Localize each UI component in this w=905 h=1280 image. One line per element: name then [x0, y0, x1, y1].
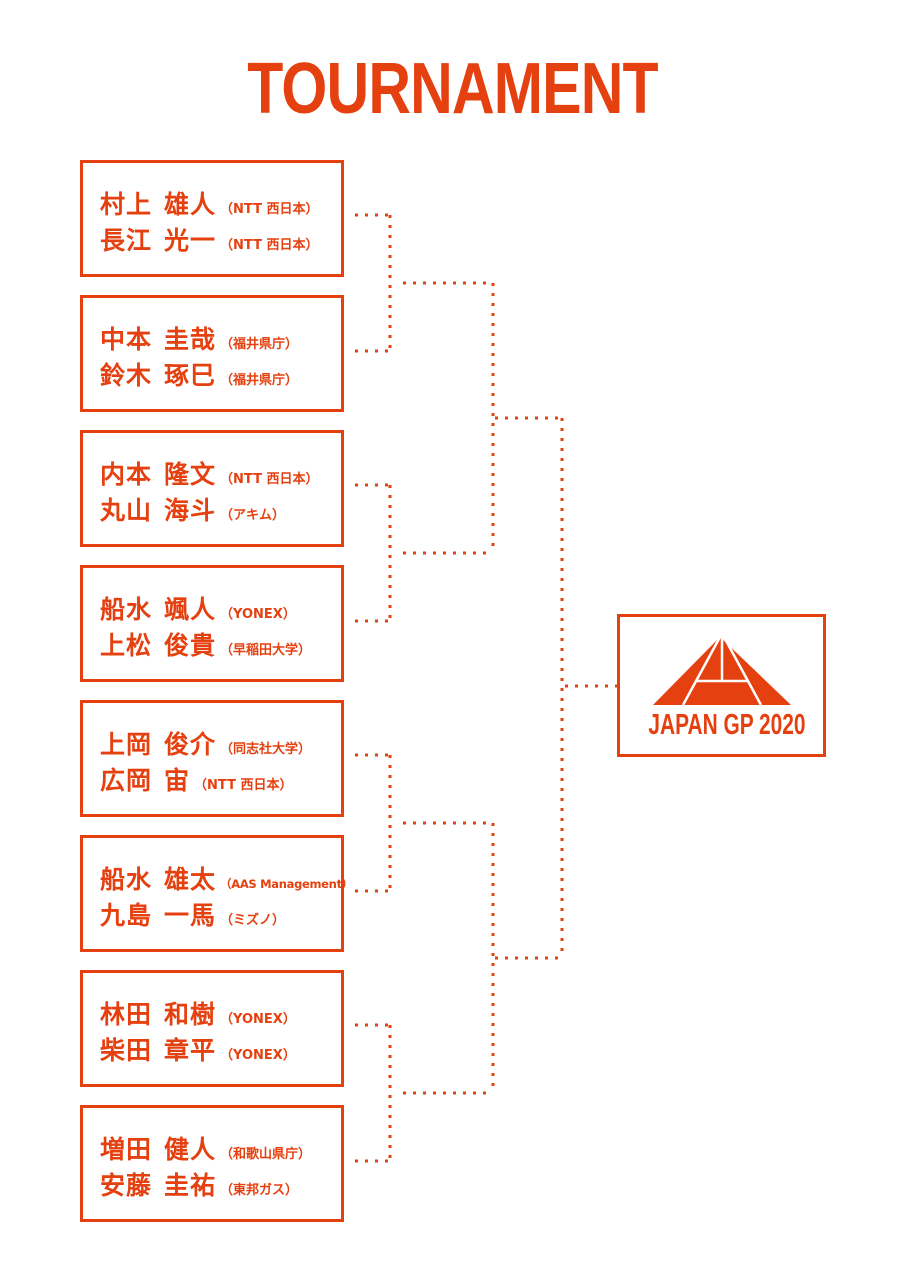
player-row: 上岡俊介（同志社大学） [100, 725, 311, 761]
player-row: 林田和樹（YONEX） [100, 995, 296, 1031]
player-name: 九島一馬 [100, 896, 216, 932]
player-name: 鈴木琢巳 [100, 356, 216, 392]
given-name: 雄人 [164, 190, 217, 219]
family-name: 船水 [100, 865, 153, 894]
given-name: 章平 [164, 1036, 217, 1065]
family-name: 長江 [100, 226, 153, 255]
player-affiliation: （福井県庁） [220, 337, 299, 352]
player-row: 安藤圭祐（東邦ガス） [100, 1166, 298, 1202]
player-name: 林田和樹 [100, 995, 216, 1031]
player-affiliation: （NTT 西日本） [220, 238, 319, 253]
given-name: 宙 [164, 766, 191, 795]
player-name: 上岡俊介 [100, 725, 216, 761]
court-pyramid-icon [653, 636, 791, 706]
player-name: 船水雄太 [100, 860, 216, 896]
player-row: 長江光一（NTT 西日本） [100, 221, 318, 257]
player-affiliation: （ミズノ） [220, 913, 286, 928]
player-affiliation: （東邦ガス） [220, 1183, 299, 1198]
family-name: 船水 [100, 595, 153, 624]
player-row: 村上雄人（NTT 西日本） [100, 185, 318, 221]
player-row: 鈴木琢巳（福井県庁） [100, 356, 298, 392]
player-affiliation: （AAS Management） [220, 877, 353, 891]
player-row: 丸山海斗（アキム） [100, 491, 285, 527]
family-name: 村上 [100, 190, 153, 219]
given-name: 俊貴 [164, 631, 217, 660]
given-name: 颯人 [164, 595, 217, 624]
team-box: 内本隆文（NTT 西日本）丸山海斗（アキム） [80, 430, 344, 547]
player-row: 増田健人（和歌山県庁） [100, 1130, 311, 1166]
player-affiliation: （和歌山県庁） [220, 1147, 312, 1162]
family-name: 増田 [100, 1135, 153, 1164]
family-name: 広岡 [100, 766, 153, 795]
player-row: 船水雄太（AAS Management） [100, 860, 353, 896]
family-name: 林田 [100, 1000, 153, 1029]
given-name: 琢巳 [164, 361, 217, 390]
player-affiliation: （NTT 西日本） [220, 202, 319, 217]
player-row: 内本隆文（NTT 西日本） [100, 455, 318, 491]
player-name: 広岡宙 [100, 761, 190, 797]
given-name: 海斗 [164, 496, 217, 525]
given-name: 圭哉 [164, 325, 217, 354]
given-name: 和樹 [164, 1000, 217, 1029]
family-name: 九島 [100, 901, 153, 930]
given-name: 圭祐 [164, 1171, 217, 1200]
given-name: 隆文 [164, 460, 217, 489]
given-name: 一馬 [164, 901, 217, 930]
team-box: 中本圭哉（福井県庁）鈴木琢巳（福井県庁） [80, 295, 344, 412]
family-name: 上松 [100, 631, 153, 660]
family-name: 安藤 [100, 1171, 153, 1200]
player-affiliation: （YONEX） [220, 1012, 296, 1027]
player-row: 中本圭哉（福井県庁） [100, 320, 298, 356]
player-affiliation: （YONEX） [220, 1048, 296, 1063]
player-affiliation: （YONEX） [220, 607, 296, 622]
team-box: 村上雄人（NTT 西日本）長江光一（NTT 西日本） [80, 160, 344, 277]
page-title: TOURNAMENT [247, 49, 658, 129]
player-name: 船水颯人 [100, 590, 216, 626]
player-name: 増田健人 [100, 1130, 216, 1166]
logo-text: JAPAN GP 2020 [648, 709, 806, 741]
player-row: 柴田章平（YONEX） [100, 1031, 296, 1067]
given-name: 健人 [164, 1135, 217, 1164]
player-row: 船水颯人（YONEX） [100, 590, 296, 626]
family-name: 丸山 [100, 496, 153, 525]
team-box: 林田和樹（YONEX）柴田章平（YONEX） [80, 970, 344, 1087]
family-name: 鈴木 [100, 361, 153, 390]
player-name: 村上雄人 [100, 185, 216, 221]
player-row: 上松俊貴（早稲田大学） [100, 626, 311, 662]
player-affiliation: （早稲田大学） [220, 643, 312, 658]
player-name: 内本隆文 [100, 455, 216, 491]
team-box: 船水雄太（AAS Management）九島一馬（ミズノ） [80, 835, 353, 952]
player-affiliation: （アキム） [220, 508, 286, 523]
player-affiliation: （NTT 西日本） [220, 472, 319, 487]
japan-gp-logo: JAPAN GP 2020 [617, 614, 826, 757]
family-name: 中本 [100, 325, 153, 354]
given-name: 雄太 [164, 865, 217, 894]
player-affiliation: （福井県庁） [220, 373, 299, 388]
team-box: 上岡俊介（同志社大学）広岡宙（NTT 西日本） [80, 700, 344, 817]
player-name: 安藤圭祐 [100, 1166, 216, 1202]
family-name: 柴田 [100, 1036, 153, 1065]
given-name: 俊介 [164, 730, 217, 759]
player-name: 丸山海斗 [100, 491, 216, 527]
team-box: 船水颯人（YONEX）上松俊貴（早稲田大学） [80, 565, 344, 682]
family-name: 内本 [100, 460, 153, 489]
family-name: 上岡 [100, 730, 153, 759]
player-row: 広岡宙（NTT 西日本） [100, 761, 292, 797]
player-name: 長江光一 [100, 221, 216, 257]
team-box: 増田健人（和歌山県庁）安藤圭祐（東邦ガス） [80, 1105, 344, 1222]
player-name: 柴田章平 [100, 1031, 216, 1067]
player-affiliation: （同志社大学） [220, 742, 312, 757]
given-name: 光一 [164, 226, 217, 255]
player-row: 九島一馬（ミズノ） [100, 896, 285, 932]
player-name: 中本圭哉 [100, 320, 216, 356]
player-affiliation: （NTT 西日本） [194, 778, 293, 793]
player-name: 上松俊貴 [100, 626, 216, 662]
